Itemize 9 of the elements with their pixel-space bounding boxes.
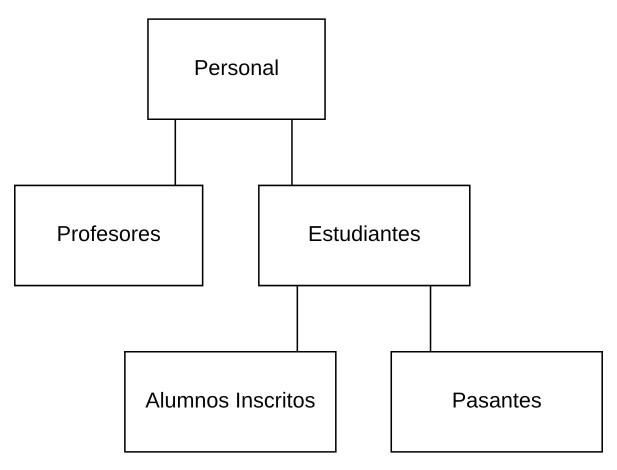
connector — [296, 285, 298, 352]
node-box: Profesores — [14, 184, 204, 286]
connector — [174, 119, 176, 185]
connector — [430, 285, 432, 352]
node-box: Personal — [147, 18, 326, 120]
node-box: Alumnos Inscritos — [124, 350, 337, 452]
connector — [291, 119, 293, 185]
node-box: Pasantes — [390, 350, 603, 452]
node-box: Estudiantes — [258, 184, 471, 286]
